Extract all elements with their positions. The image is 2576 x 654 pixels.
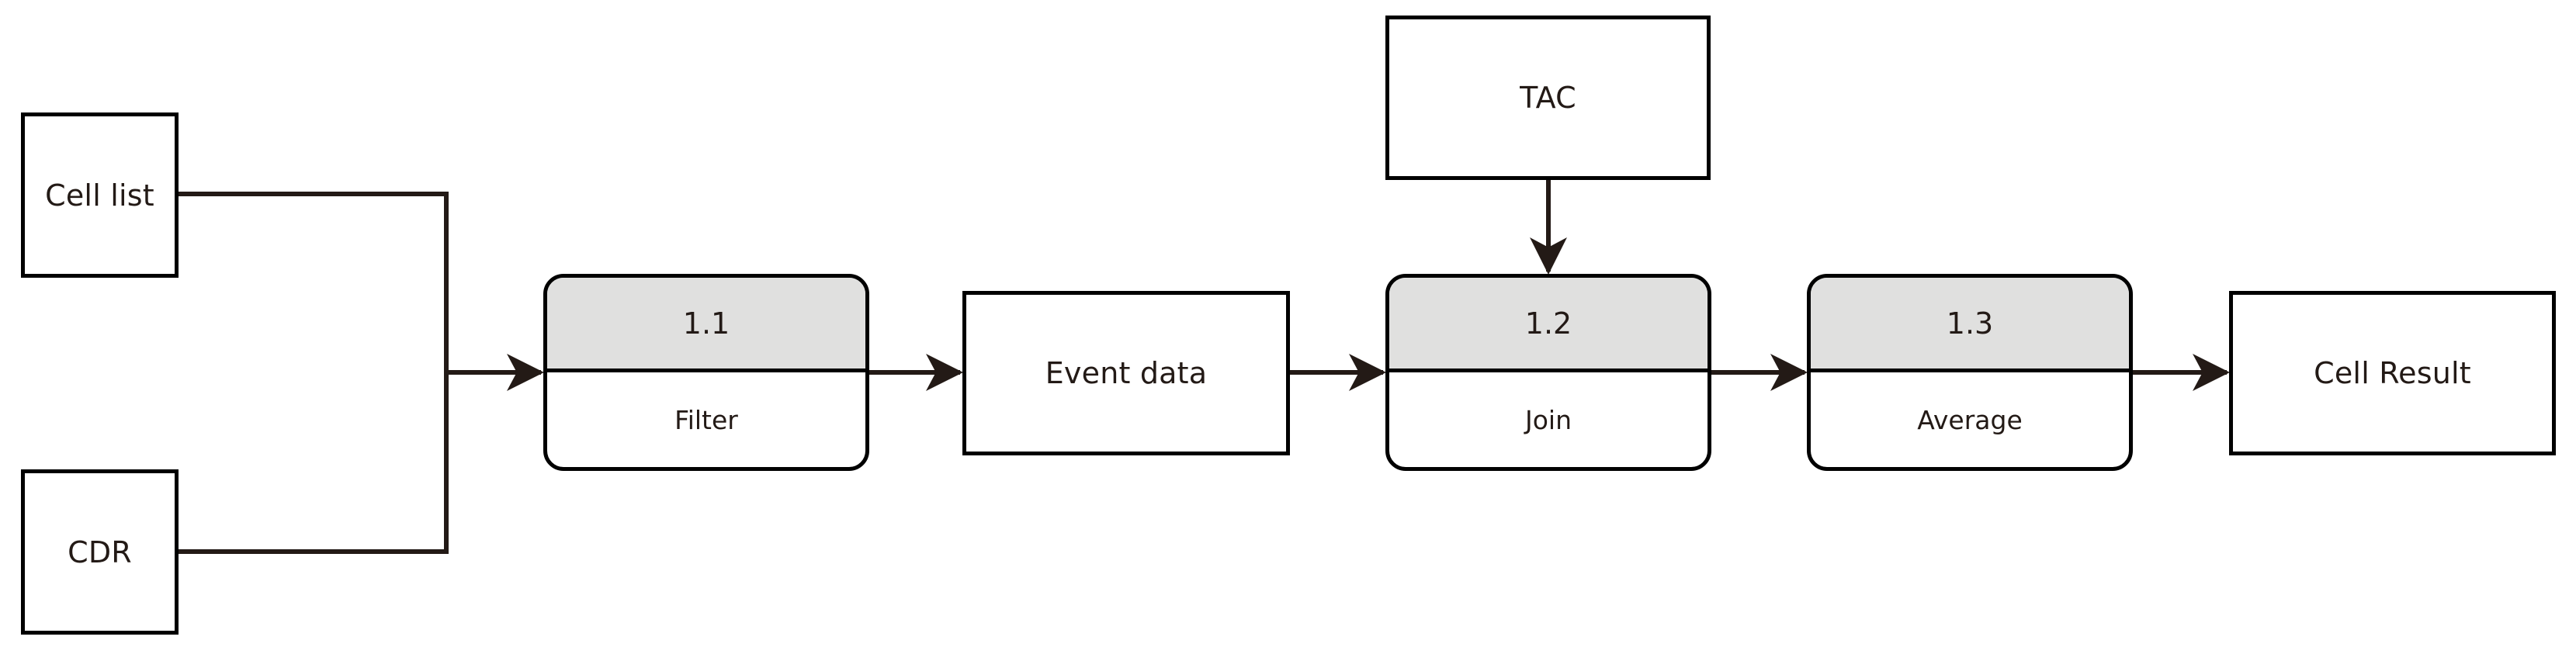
- flow-cdr-to-filter: [179, 372, 449, 554]
- store-cell-list-label: Cell list: [45, 178, 154, 213]
- store-tac[interactable]: TAC: [1385, 16, 1711, 180]
- process-average-body: Average: [1811, 372, 2129, 467]
- store-event-data[interactable]: Event data: [962, 291, 1290, 455]
- flow-cell-list-to-filter: [179, 192, 544, 391]
- process-filter-number: 1.1: [682, 306, 730, 341]
- process-filter-body: Filter: [547, 372, 865, 467]
- process-average-name: Average: [1917, 404, 2023, 435]
- process-average-header: 1.3: [1811, 278, 2129, 372]
- process-filter[interactable]: 1.1 Filter: [543, 274, 869, 471]
- store-event-data-label: Event data: [1045, 356, 1208, 390]
- store-cell-result-label: Cell Result: [2314, 356, 2471, 390]
- process-join-number: 1.2: [1524, 306, 1572, 341]
- process-average[interactable]: 1.3 Average: [1807, 274, 2133, 471]
- store-cdr[interactable]: CDR: [21, 469, 179, 635]
- process-filter-header: 1.1: [547, 278, 865, 372]
- process-join-header: 1.2: [1389, 278, 1708, 372]
- process-join-body: Join: [1389, 372, 1708, 467]
- process-filter-name: Filter: [674, 404, 738, 435]
- store-cell-result[interactable]: Cell Result: [2229, 291, 2556, 455]
- store-cell-list[interactable]: Cell list: [21, 112, 179, 278]
- process-join[interactable]: 1.2 Join: [1385, 274, 1711, 471]
- process-join-name: Join: [1524, 404, 1572, 435]
- process-average-number: 1.3: [1946, 306, 1994, 341]
- store-cdr-label: CDR: [68, 535, 132, 569]
- store-tac-label: TAC: [1520, 81, 1576, 115]
